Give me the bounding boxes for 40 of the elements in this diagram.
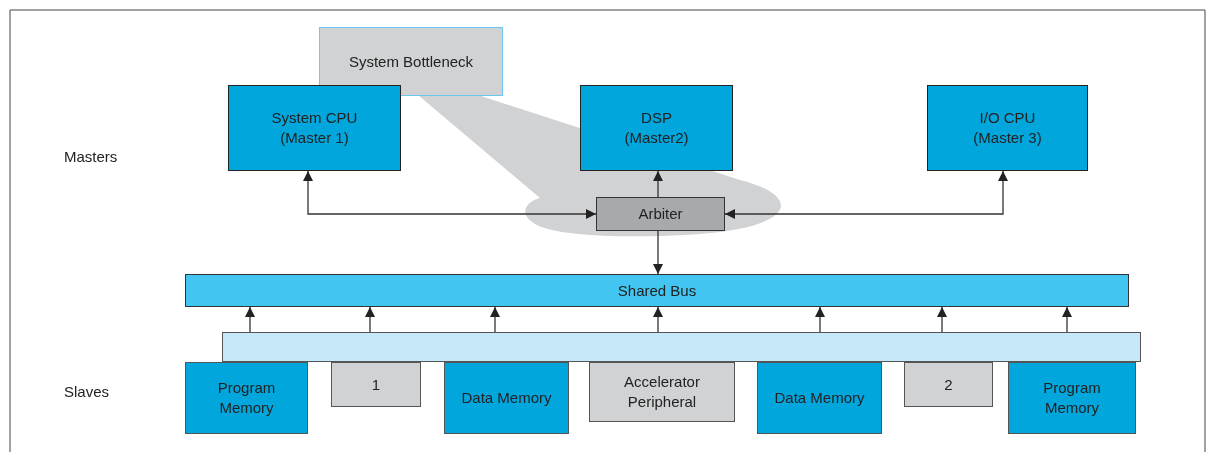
node-label: Program Memory <box>216 378 277 418</box>
node-label: DSP (Master2) <box>623 108 690 148</box>
arrow <box>724 170 1008 219</box>
node-label: Data Memory <box>774 388 865 408</box>
arrow <box>653 170 663 198</box>
arbiter-box <box>596 197 725 231</box>
slave-box <box>904 362 993 407</box>
arrow <box>365 306 375 333</box>
slave-box <box>185 362 308 434</box>
arrow <box>490 306 500 333</box>
arrow <box>303 170 597 219</box>
arrow <box>245 306 255 333</box>
arrow <box>815 306 825 333</box>
node-label: I/O CPU (Master 3) <box>972 108 1043 148</box>
master-box <box>228 85 401 171</box>
node-label: Program Memory <box>1042 378 1102 418</box>
node-label: 1 <box>371 374 381 395</box>
master-box <box>927 85 1088 171</box>
slave-box <box>757 362 882 434</box>
bus-bar <box>222 332 1141 362</box>
arrow <box>937 306 947 333</box>
row-label: Slaves <box>64 383 110 400</box>
slave-box <box>331 362 421 407</box>
arrow <box>1062 306 1072 333</box>
node-label: System Bottleneck <box>348 51 474 72</box>
arrow <box>653 306 663 333</box>
node-label: Shared Bus <box>617 280 697 301</box>
node-label: Accelerator Peripheral <box>623 372 701 412</box>
node-label: System CPU (Master 1) <box>270 108 359 148</box>
master-box <box>580 85 733 171</box>
callout-box <box>319 27 503 96</box>
slave-box <box>444 362 569 434</box>
bus-bar <box>185 274 1129 307</box>
node-label: Data Memory <box>461 388 552 408</box>
node-label: Arbiter <box>638 204 683 224</box>
node-label: 2 <box>944 374 953 395</box>
arrow <box>653 230 663 275</box>
slave-box <box>589 362 735 422</box>
row-label: Masters <box>64 148 118 165</box>
slave-box <box>1008 362 1136 434</box>
